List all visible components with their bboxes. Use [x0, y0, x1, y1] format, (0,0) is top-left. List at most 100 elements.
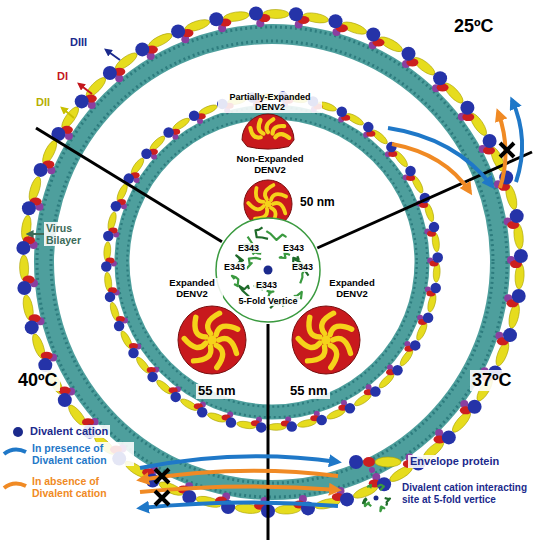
temperature-label: 37ºC: [470, 370, 514, 391]
cation-site-residue: [280, 253, 290, 258]
lipid-heads: [51, 41, 493, 483]
virion: [178, 306, 246, 374]
domain-two: [370, 128, 389, 146]
domain-three: [442, 430, 456, 444]
domain-three: [147, 372, 158, 383]
transition-arrow: [392, 144, 470, 192]
virion: [292, 306, 360, 374]
domain-three: [363, 122, 374, 133]
domain-three: [405, 166, 416, 177]
legend-text: Divalent cation: [28, 425, 110, 438]
residue-label: E343: [281, 243, 306, 253]
envelope-raft: [259, 120, 264, 134]
vertex-label: 5-Fold Vertice: [236, 296, 299, 306]
legend-orange-line: [4, 483, 26, 488]
envelope-raft: [330, 345, 337, 367]
structure-label: Expanded DENV2: [321, 278, 383, 300]
cation-site-residue: [363, 498, 367, 503]
domain-three: [128, 348, 139, 359]
envelope-raft: [216, 345, 223, 367]
domain-three: [25, 320, 39, 334]
structure-label: Non-Expanded DENV2: [226, 154, 314, 176]
domain-three: [410, 340, 421, 351]
temperature-label: 40ºC: [16, 370, 60, 391]
domain-three: [392, 365, 403, 376]
domain-three: [135, 42, 149, 56]
legend-text: Envelope protein: [408, 455, 501, 468]
legend-envelope-sample: [349, 455, 401, 473]
domain-three: [370, 386, 381, 397]
legend-text: In presence of Divalent cation: [30, 442, 134, 466]
legend-cation-dot: [13, 427, 23, 437]
domain-three: [256, 422, 267, 433]
envelope-raft: [216, 326, 238, 335]
domain-one: [363, 457, 375, 467]
cation-site-residue: [245, 258, 261, 270]
domain-three: [171, 24, 185, 38]
domain-three: [163, 127, 174, 138]
virion-surface: [178, 306, 246, 374]
envelope-center: [265, 201, 272, 208]
envelope-raft: [330, 326, 352, 335]
domain-three: [514, 249, 528, 263]
domain-three: [510, 209, 524, 223]
sector-divider: [317, 152, 532, 248]
lipid-bilayer: [44, 34, 500, 490]
virus-ring: [16, 7, 528, 519]
cation-site-residue: [232, 276, 238, 286]
domain-three: [249, 7, 263, 21]
domain-three: [349, 455, 363, 469]
leader-arrow: [79, 84, 92, 94]
transition-arrow: [388, 128, 492, 186]
blocked-mark: [155, 469, 169, 483]
structure-label: Expanded DENV2: [161, 278, 223, 300]
domain-three: [75, 94, 89, 108]
domain-two: [375, 457, 401, 467]
domain-three: [226, 417, 237, 428]
domain-three: [460, 101, 474, 115]
domain-three: [103, 66, 117, 80]
cation-site-residue: [368, 485, 371, 488]
domain-three: [189, 110, 200, 121]
stem-anchor: [369, 467, 375, 473]
domain-three: [366, 28, 380, 42]
domain-three: [114, 321, 125, 332]
envelope-center: [321, 335, 331, 345]
cation-site-residue: [266, 231, 285, 240]
sector-divider: [267, 324, 270, 540]
domain-two: [155, 378, 174, 396]
cation-site-residue: [380, 507, 384, 512]
leader-arrow: [28, 233, 44, 235]
domain-label: DII: [34, 96, 52, 109]
domain-three: [17, 281, 31, 295]
domain-three: [340, 492, 354, 506]
cation-site-residue: [256, 227, 269, 239]
cation-site-residue: [385, 498, 390, 506]
envelope-raft: [184, 339, 206, 348]
legend-text: In absence of Divalent cation: [30, 475, 134, 499]
envelope-raft: [195, 317, 206, 337]
dimension-label: 55 nm: [196, 384, 238, 399]
blocked-mark: [155, 491, 169, 505]
domain-three: [377, 477, 391, 491]
domain-three: [423, 312, 434, 323]
domain-label: DIII: [68, 36, 89, 49]
domain-three: [16, 241, 30, 255]
residue-label: E343: [222, 262, 247, 272]
domain-three: [289, 7, 303, 21]
partially-expanded-virion: [242, 114, 294, 149]
virus-ring: [101, 91, 443, 432]
virion-surface: [242, 114, 294, 149]
dimension-label: 50 nm: [298, 196, 337, 210]
domain-three: [503, 328, 517, 342]
domain-three: [141, 148, 152, 159]
domain-three: [111, 201, 122, 212]
lipid-bilayer: [122, 112, 422, 412]
domain-three: [34, 163, 48, 177]
domain-three: [316, 415, 327, 426]
divalent-cation: [374, 496, 379, 501]
vertex-zoom: [216, 218, 320, 322]
dimension-label: 55 nm: [288, 384, 330, 399]
legend-text: Divalent cation interacting site at 5-fo…: [400, 482, 536, 505]
domain-label: DI: [55, 70, 70, 83]
